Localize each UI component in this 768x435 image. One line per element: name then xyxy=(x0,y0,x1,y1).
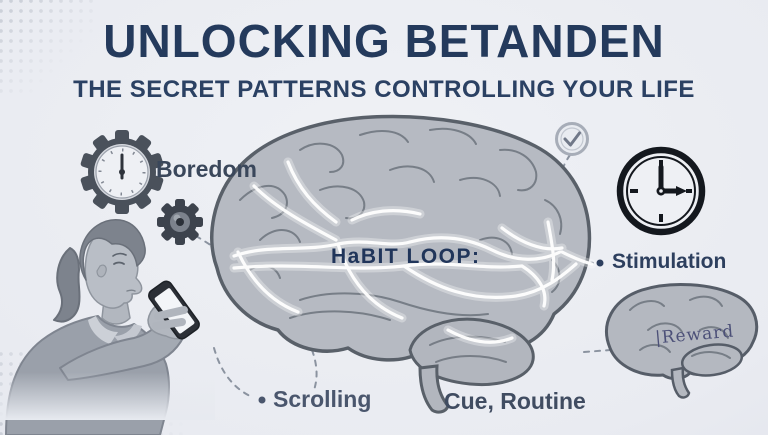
scrolling-bullet xyxy=(258,396,266,404)
page-title: UNLOCKING BETANDEN xyxy=(103,15,665,67)
hair xyxy=(79,219,146,281)
clock-icon xyxy=(616,146,706,236)
ear xyxy=(96,264,107,278)
gear-clock-icon xyxy=(80,130,164,214)
finger xyxy=(154,306,188,320)
label-cue-routine: Cue, Routine xyxy=(444,388,586,414)
woman-illustration xyxy=(0,219,215,435)
brain-outline xyxy=(210,114,592,362)
page-subtitle: THE SECRET PATTERNS CONTROLLING YOUR LIF… xyxy=(73,76,695,103)
small-brain-icon xyxy=(605,282,759,399)
cerebellum xyxy=(408,317,535,387)
checkmark-circle-icon xyxy=(555,122,589,156)
small-gear-icon xyxy=(157,199,203,245)
stimulation-bullet xyxy=(596,259,604,267)
label-stimulation: Stimulation xyxy=(612,250,727,273)
label-boredom: Boredom xyxy=(156,156,257,182)
eye xyxy=(113,261,125,265)
finger xyxy=(152,318,186,330)
small-cerebellum xyxy=(680,343,744,377)
eyebrow xyxy=(112,252,127,257)
ponytail xyxy=(53,247,81,323)
brain-stem xyxy=(418,364,450,414)
brain-icon xyxy=(210,114,592,414)
collar-left xyxy=(88,316,118,344)
small-brain-stem xyxy=(670,366,691,399)
halftone-pattern-top-left xyxy=(0,0,96,96)
lips xyxy=(126,289,136,292)
label-scrolling: Scrolling xyxy=(273,386,372,412)
figure-fade xyxy=(0,372,215,420)
label-habit-loop: HaBIT LOOP: xyxy=(331,245,481,268)
